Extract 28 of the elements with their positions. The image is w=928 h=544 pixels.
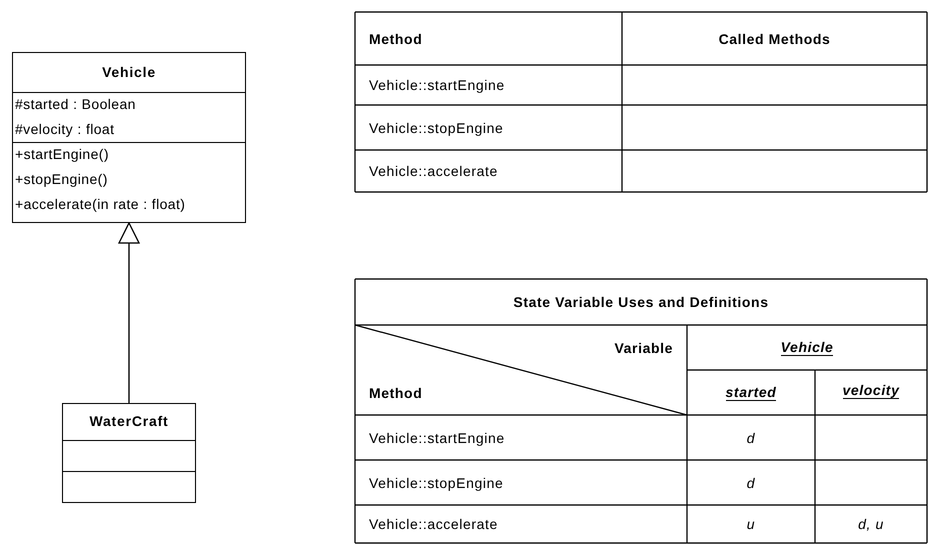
attribute-text: #started : Boolean [14,95,137,113]
table-cell-text: d [746,474,756,492]
column-header: Vehicle [780,339,834,356]
attribute-text: #velocity : float [14,120,116,138]
table-cell-text: Vehicle::stopEngine [368,118,504,138]
table-title: State Variable Uses and Definitions [512,293,770,312]
class-name: WaterCraft [88,412,170,431]
table-cell-text: Vehicle::accelerate [368,515,499,534]
table-cell-text: d [746,428,756,448]
column-header: Method [368,30,424,48]
column-header: velocity [842,382,900,398]
table-cell-text: Vehicle::startEngine [368,76,506,95]
uml-class-box [12,52,246,223]
column-header: started [726,384,776,401]
generalization-arrow [118,222,140,403]
table-cell-text: Vehicle::startEngine [368,428,506,448]
table-cell-text: Vehicle::stopEngine [368,474,504,493]
table-cell-text: d, u [857,515,885,534]
operation-text: +stopEngine() [14,170,109,188]
uml-class-box [62,403,196,503]
table-cell-text: u [746,515,756,534]
column-header: Variable [613,338,674,358]
row-header: Method [368,384,424,402]
column-header: Called Methods [718,30,832,48]
operation-text: +accelerate(in rate : float) [14,195,186,213]
table-cell-text: Vehicle::accelerate [368,162,499,181]
class-name: Vehicle [101,63,157,82]
operation-text: +startEngine() [14,145,110,163]
